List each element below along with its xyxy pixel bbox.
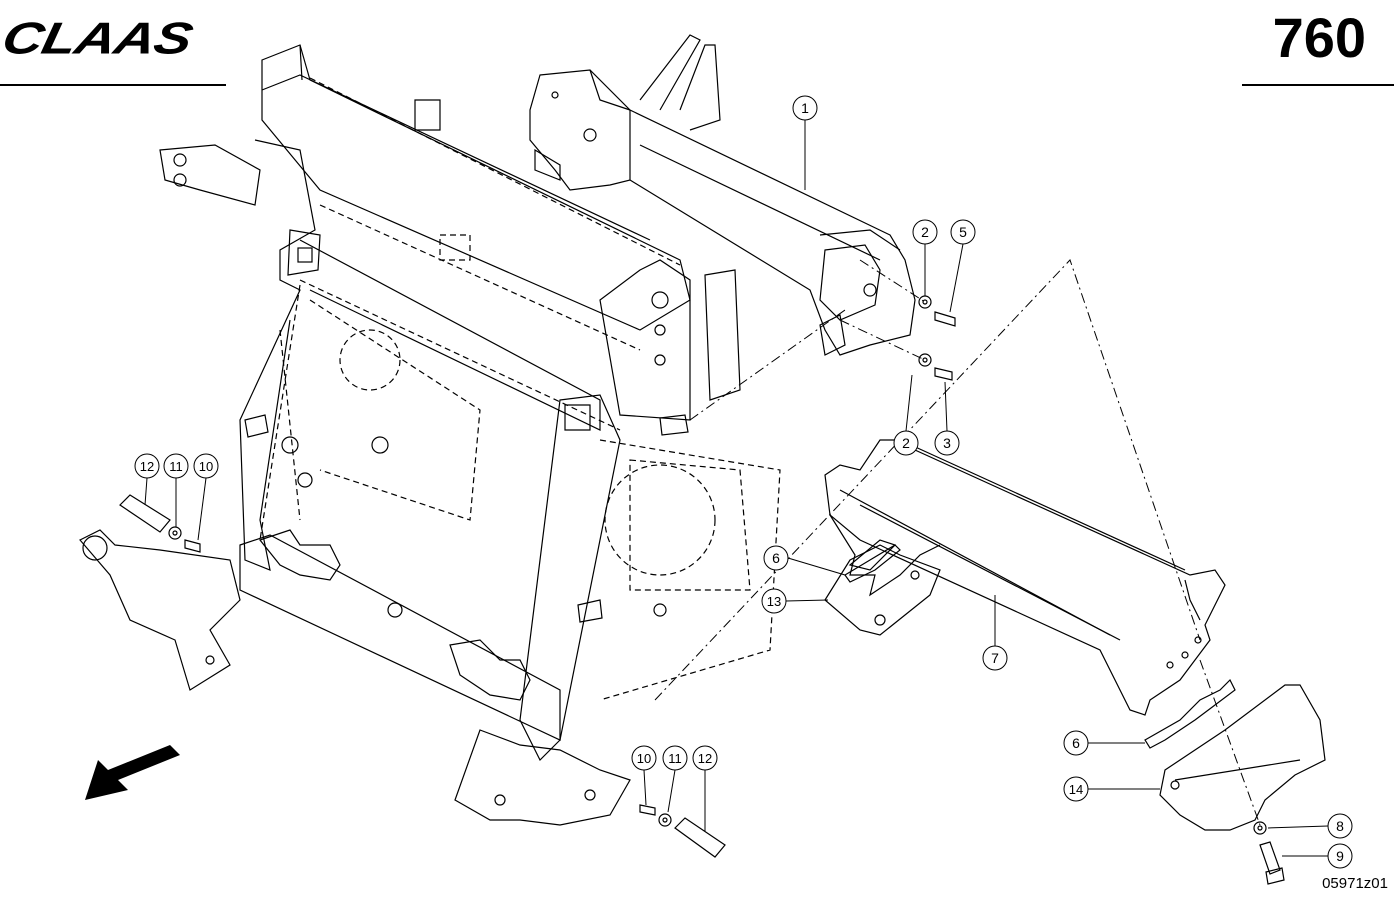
callout-bubble	[912, 219, 938, 245]
callout-c6a: 6	[763, 545, 846, 576]
callout-c3: 3	[934, 381, 960, 456]
callout-leader	[949, 243, 964, 313]
callout-label: 5	[959, 224, 967, 240]
part-6-strip-upper	[844, 544, 901, 583]
page-number: 760	[1272, 6, 1366, 69]
callout-c2a: 2	[912, 219, 938, 296]
callout-label: 3	[943, 435, 951, 451]
part-1-upper-crossmember	[529, 34, 916, 356]
callout-leader	[197, 477, 207, 541]
callout-bubble	[934, 430, 960, 456]
callout-label: 10	[199, 459, 213, 474]
direction-arrow-icon	[85, 745, 180, 800]
callout-label: 7	[991, 650, 999, 666]
callout-c13: 13	[761, 588, 829, 614]
callout-c12a: 12	[134, 453, 160, 506]
callout-c5: 5	[949, 219, 976, 313]
callout-bubble	[193, 453, 219, 479]
callout-c7: 7	[982, 595, 1008, 671]
callout-leader	[787, 557, 846, 576]
callout-bubble	[1063, 730, 1089, 756]
callout-label: 14	[1069, 782, 1083, 797]
callout-c9: 9	[1282, 843, 1353, 869]
callout-label: 8	[1336, 818, 1344, 834]
callout-leader	[667, 769, 676, 813]
callout-leader	[1267, 825, 1329, 829]
callout-bubble	[982, 645, 1008, 671]
part-14-cover-plate	[1159, 684, 1326, 831]
callout-label: 1	[801, 100, 809, 116]
callout-c12b: 12	[692, 745, 718, 832]
callout-c10b: 10	[631, 745, 657, 806]
callout-label: 2	[902, 435, 910, 451]
callout-c14: 14	[1063, 776, 1160, 802]
callout-c6b: 6	[1063, 730, 1145, 756]
callout-c8: 8	[1267, 813, 1353, 839]
callout-label: 13	[767, 594, 781, 609]
callout-c10a: 10	[193, 453, 219, 541]
callout-c1: 1	[792, 95, 818, 190]
callout-bubble	[761, 588, 787, 614]
callout-label: 6	[1072, 735, 1080, 751]
callout-label: 10	[637, 751, 651, 766]
callout-bubble	[1063, 776, 1089, 802]
callout-bubble	[792, 95, 818, 121]
callout-leader	[944, 381, 948, 432]
callout-label: 11	[169, 459, 183, 474]
callout-label: 9	[1336, 848, 1344, 864]
callout-label: 12	[140, 459, 154, 474]
callout-bubble	[763, 545, 789, 571]
main-frame	[79, 44, 781, 826]
callout-leader	[144, 477, 148, 506]
callout-leader	[785, 599, 829, 602]
callout-bubble	[163, 453, 189, 479]
callout-label: 2	[921, 224, 929, 240]
callout-leader	[643, 769, 647, 806]
callout-bubble	[1327, 843, 1353, 869]
callout-label: 12	[698, 751, 712, 766]
callout-label: 11	[668, 751, 682, 766]
callout-bubble	[662, 745, 688, 771]
assembly-lines	[654, 259, 1261, 826]
callout-c11b: 11	[662, 745, 688, 813]
drawing-number: 05971z01	[1322, 875, 1388, 892]
callout-leader	[905, 374, 913, 432]
callout-bubble	[950, 219, 976, 245]
callout-c11a: 11	[163, 453, 189, 527]
callout-label: 6	[772, 550, 780, 566]
part-7-lower-crossmember	[824, 439, 1226, 716]
part-6-strip-lower	[1144, 678, 1236, 749]
callout-bubble	[692, 745, 718, 771]
callout-c2b: 2	[893, 374, 919, 456]
callout-bubble	[631, 745, 657, 771]
fasteners	[119, 295, 1285, 885]
callout-bubble	[134, 453, 160, 479]
callout-bubble	[893, 430, 919, 456]
callout-bubble	[1327, 813, 1353, 839]
